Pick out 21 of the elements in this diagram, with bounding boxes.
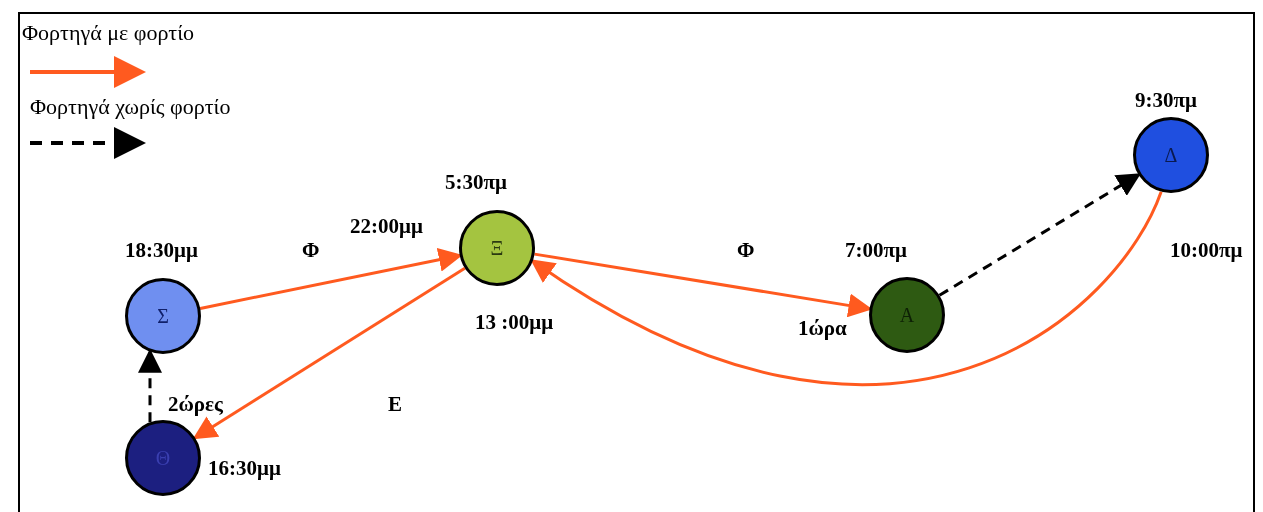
time-label: 16:30μμ <box>208 458 281 479</box>
node-letter: Δ <box>1164 143 1178 168</box>
time-label: 22:00μμ <box>350 216 423 237</box>
arrow <box>938 173 1142 297</box>
time-label: 7:00πμ <box>845 240 907 261</box>
route-label: Ε <box>388 394 402 415</box>
time-label: 1ώρα <box>798 318 847 339</box>
node-letter: Σ <box>157 304 169 329</box>
node-letter: Α <box>899 303 915 328</box>
route-label: Φ <box>737 240 755 261</box>
time-label: 9:30πμ <box>1135 90 1197 111</box>
time-label: 2ώρες <box>168 394 223 415</box>
time-label: 5:30πμ <box>445 172 507 193</box>
arrow <box>192 266 466 440</box>
legend-text: Φορτηγά χωρίς φορτίο <box>30 93 231 121</box>
time-label: 10:00πμ <box>1170 240 1243 261</box>
time-label: 18:30μμ <box>125 240 198 261</box>
node-letter: Ξ <box>490 236 504 261</box>
time-label: 13 :00μμ <box>475 312 554 333</box>
legend-text: Φορτηγά με φορτίο <box>22 19 195 47</box>
route-label: Φ <box>302 240 320 261</box>
